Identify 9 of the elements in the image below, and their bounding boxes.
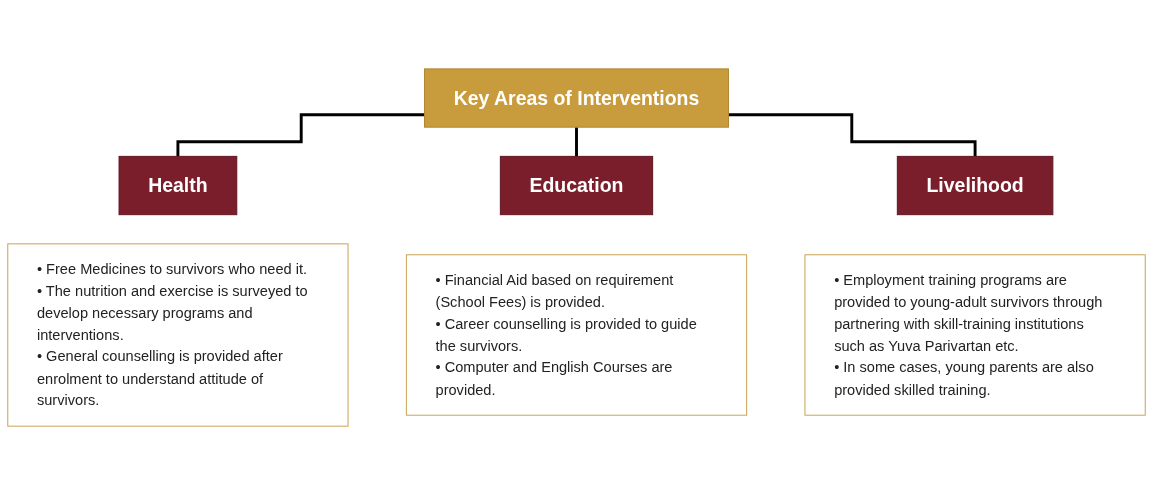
connector xyxy=(176,113,425,158)
connector xyxy=(728,113,977,158)
node-box: • Financial Aid based on requirement (School Fees) is provided. • Career counselling is provided to guide the survivors. • Computer and English Courses are provided. xyxy=(405,254,748,416)
node-box: • Employment training programs are provided to young-adult survivors through partnering with skill-training institutions such as Yuva Parivartan etc. • In some cases, young parents are also provided skilled training. xyxy=(804,254,1146,416)
node-box: Livelihood xyxy=(896,155,1054,216)
node-box: Education xyxy=(499,155,654,216)
node-box: Health xyxy=(118,155,238,216)
node-box: Key Areas of Interventions xyxy=(424,68,729,128)
node-box: • Free Medicines to survivors who need it. • The nutrition and exercise is surveyed to develop necessary programs and interventions. • General counselling is provided after enrolment to understand attitude of survivors. xyxy=(7,243,349,427)
